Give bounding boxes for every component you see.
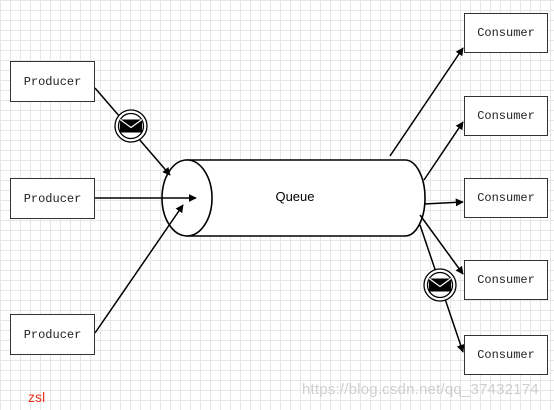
producer-box-1: Producer (10, 61, 95, 102)
arrow-queue-to-consumer-4 (419, 214, 464, 275)
arrow-queue-to-consumer-3 (423, 198, 464, 207)
consumer-box-3: Consumer (464, 178, 548, 218)
queue-label: Queue (275, 189, 315, 204)
watermark: https://blog.csdn.net/qq_37432174 (302, 381, 539, 398)
envelope-icon (114, 109, 148, 143)
producer-box-2: Producer (10, 178, 95, 219)
arrow-queue-to-consumer-1 (389, 47, 464, 157)
arrow-producer-3-to-queue (94, 204, 184, 334)
producer-box-3: Producer (10, 314, 95, 355)
envelope-icon (423, 268, 457, 302)
arrow-queue-to-consumer-2 (423, 121, 464, 181)
consumer-box-2: Consumer (464, 96, 548, 136)
consumer-box-1: Consumer (464, 13, 548, 53)
consumer-box-4: Consumer (464, 260, 548, 300)
consumer-box-5: Consumer (464, 335, 548, 375)
author-label: zsl (28, 389, 46, 405)
